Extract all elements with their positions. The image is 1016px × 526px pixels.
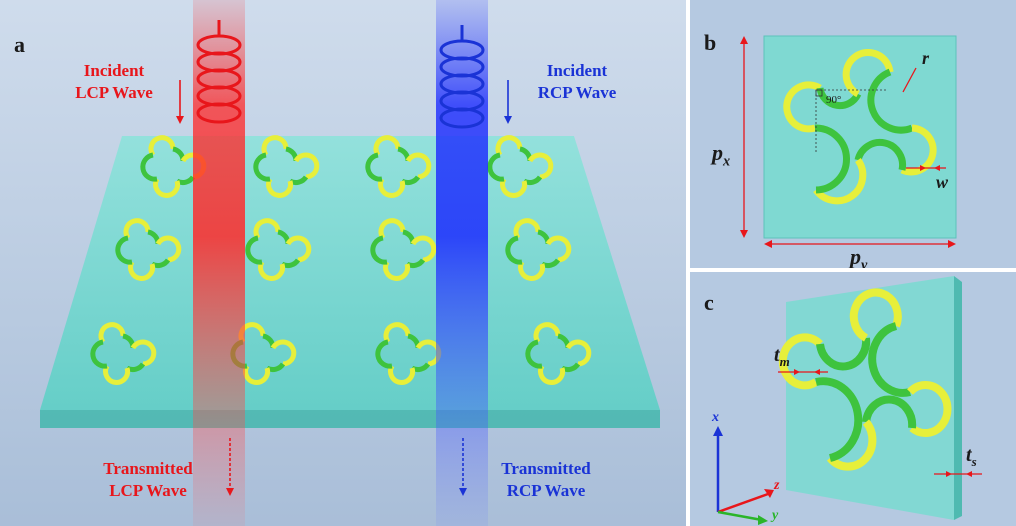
- py-label: py: [850, 244, 867, 268]
- substrate-edge: [40, 410, 660, 428]
- incident-lcp-line1: Incident: [83, 61, 145, 80]
- unit-cell: [763, 35, 957, 239]
- panel-b-label: b: [704, 30, 717, 55]
- lcp-helix: [196, 20, 242, 124]
- radius-line: [902, 67, 917, 93]
- transmitted-rcp-caption: Transmitted RCP Wave: [486, 458, 606, 502]
- width-label: w: [936, 172, 949, 192]
- py-label-sub: y: [861, 257, 868, 268]
- tilted-substrate: [786, 276, 954, 520]
- panel-a-graphic: [0, 0, 686, 526]
- ts-label: ts: [966, 444, 977, 470]
- radius-label: r: [922, 48, 930, 68]
- right-angle-mark: [815, 89, 823, 97]
- px-label-sub: x: [723, 153, 731, 170]
- transmitted-lcp-caption: Transmitted LCP Wave: [88, 458, 208, 502]
- transmitted-rcp-line1: Transmitted: [501, 459, 591, 478]
- ts-label-base: t: [966, 444, 972, 466]
- ts-marker: [934, 471, 982, 477]
- px-dimension: [740, 36, 748, 238]
- incident-rcp-line2: RCP Wave: [537, 83, 617, 102]
- tm-label-base: t: [774, 344, 780, 366]
- transmitted-lcp-line2: LCP Wave: [109, 481, 187, 500]
- transmitted-lcp-line1: Transmitted: [103, 459, 193, 478]
- transmitted-rcp-line2: RCP Wave: [506, 481, 586, 500]
- py-dimension: [764, 240, 956, 248]
- coordinate-axes: [713, 426, 774, 525]
- width-marker: [906, 165, 946, 171]
- rcp-helix: [439, 25, 485, 129]
- panel-c: c tm ts x z y: [690, 272, 1016, 526]
- panel-b: b r 90° px py w: [690, 0, 1016, 268]
- panel-b-graphic: [690, 0, 1016, 268]
- axis-x-label: x: [712, 410, 719, 425]
- transmitted-lcp-arrow: [226, 438, 234, 496]
- lcp-beam: [193, 0, 245, 526]
- incident-lcp-caption: Incident LCP Wave: [64, 60, 164, 104]
- tm-label-sub: m: [779, 354, 790, 369]
- tm-marker: [778, 369, 828, 375]
- tilted-meta-atom: [778, 288, 952, 471]
- tilted-substrate-edge: [954, 276, 962, 520]
- panel-a: a Incident LCP Wave Incident RCP Wave Tr…: [0, 0, 686, 526]
- tm-label: tm: [774, 344, 790, 370]
- axis-y-label: y: [772, 508, 779, 523]
- panel-c-graphic: [690, 272, 1016, 526]
- incident-rcp-line1: Incident: [546, 61, 608, 80]
- panel-c-label: c: [704, 290, 714, 315]
- px-label-base: p: [712, 140, 723, 165]
- angle-label: 90°: [826, 94, 842, 106]
- ts-label-sub: s: [971, 454, 977, 469]
- incident-rcp-caption: Incident RCP Wave: [522, 60, 632, 104]
- py-label-base: p: [850, 244, 861, 268]
- incident-lcp-arrow: [176, 80, 184, 124]
- incident-lcp-line2: LCP Wave: [75, 83, 153, 102]
- panel-a-label: a: [14, 32, 25, 57]
- unit-cell-meta-atom: [783, 49, 937, 205]
- incident-rcp-arrow: [504, 80, 512, 124]
- axis-z-label: z: [774, 478, 780, 493]
- px-label: px: [712, 140, 730, 170]
- transmitted-rcp-arrow: [459, 438, 467, 496]
